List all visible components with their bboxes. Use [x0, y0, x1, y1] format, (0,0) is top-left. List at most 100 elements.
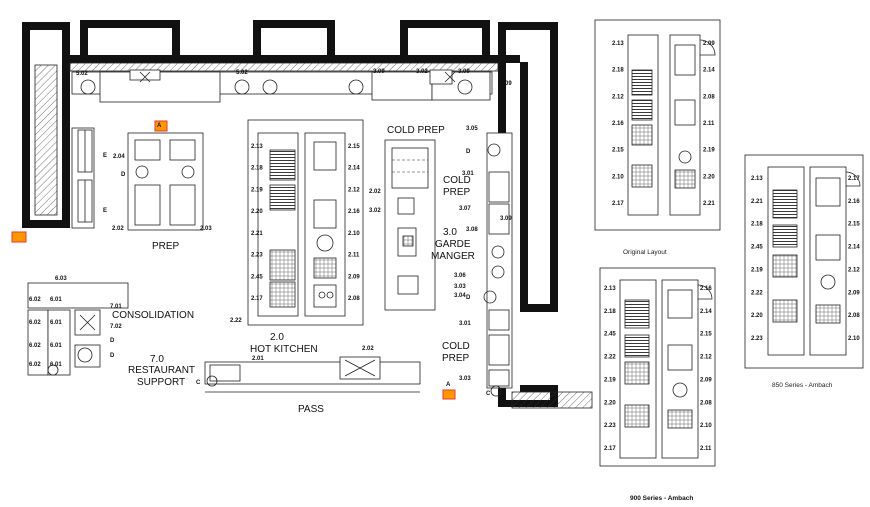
wall-hatch: [34, 62, 593, 409]
equipment-tag: 2.10: [348, 231, 360, 237]
svg-text:C: C: [196, 380, 201, 386]
svg-text:2.02: 2.02: [362, 346, 374, 352]
equipment-tag: 2.18: [251, 166, 263, 172]
svg-text:D: D: [466, 149, 471, 155]
cold-prep-bottom-label: COLD: [442, 341, 470, 352]
svg-text:D: D: [110, 338, 115, 344]
equipment-tag: 2.19: [604, 377, 616, 383]
svg-text:D: D: [121, 172, 126, 178]
equipment-tag: 2.19: [251, 187, 263, 193]
equipment-tags: 5.02 5.02 3.09 3.02 3.09 3.09 3.05 3.01 …: [29, 69, 512, 397]
svg-text:6.01: 6.01: [50, 297, 62, 303]
hot-kitchen-tags: 2.132.182.192.202.212.232.452.172.152.14…: [251, 144, 360, 302]
equipment-tag: 2.14: [700, 309, 712, 315]
svg-text:D: D: [466, 295, 471, 301]
equipment-tag: 2.09: [848, 290, 860, 296]
equipment-tag: 2.16: [348, 209, 360, 215]
room-labels: PREP COLD PREP COLD PREP 3.0 GARDE MANGE…: [112, 125, 475, 415]
svg-text:E: E: [103, 153, 107, 159]
svg-text:7.02: 7.02: [110, 324, 122, 330]
equipment-tag: 2.22: [751, 290, 763, 296]
equipment-tag: 2.20: [251, 209, 263, 215]
svg-text:3.09: 3.09: [458, 69, 470, 75]
svg-text:A: A: [157, 123, 162, 129]
svg-text:2.01: 2.01: [252, 356, 264, 362]
svg-text:3.07: 3.07: [459, 206, 471, 212]
equipment-tag: 2.19: [703, 148, 715, 154]
equipment-tag: 2.17: [612, 201, 624, 207]
prep-label: PREP: [152, 241, 180, 252]
svg-text:3.06: 3.06: [454, 273, 466, 279]
pass-label: PASS: [298, 404, 324, 415]
svg-text:6.03: 6.03: [55, 276, 67, 282]
equipment-tag: 2.23: [604, 423, 616, 429]
equipment-tag: 2.12: [612, 94, 624, 100]
svg-text:7.01: 7.01: [110, 304, 122, 310]
svg-text:6.01: 6.01: [50, 362, 62, 368]
equipment-tag: 2.11: [700, 446, 712, 452]
equipment-tag: 2.09: [700, 377, 712, 383]
equipment-tag: 2.17: [604, 446, 616, 452]
equipment-tag: 2.13: [612, 41, 624, 47]
equipment-tag: 2.12: [848, 267, 860, 273]
variant-original-layout: Original Layout 2.132.182.122.162.152.10…: [594, 19, 721, 256]
equipment-tag: 2.45: [751, 245, 763, 251]
hot-kitchen-number: 2.0: [270, 332, 284, 343]
equipment-tag: 2.12: [700, 355, 712, 361]
equipment-tag: 2.08: [700, 400, 712, 406]
equipment-tag: 2.10: [700, 423, 712, 429]
equipment-tag: 2.18: [604, 309, 616, 315]
top-counter: [71, 69, 493, 103]
equipment-tag: 2.18: [612, 68, 624, 74]
equipment-tag: 2.09: [703, 41, 715, 47]
svg-text:2.03: 2.03: [200, 226, 212, 232]
equipment-tag: 2.23: [751, 336, 763, 342]
cold-prep-right-label: COLD: [443, 175, 471, 186]
equipment-tag: 2.15: [700, 332, 712, 338]
svg-text:3.03: 3.03: [454, 284, 466, 290]
equipment-tag: 2.21: [703, 201, 715, 207]
svg-text:D: D: [110, 353, 115, 359]
equipment-tag: 2.20: [751, 313, 763, 319]
svg-text:3.09: 3.09: [500, 216, 512, 222]
equipment-tag: 2.14: [703, 68, 715, 74]
equipment-tag: 2.14: [848, 245, 860, 251]
svg-text:2.02: 2.02: [369, 189, 381, 195]
svg-text:RESTAURANT: RESTAURANT: [128, 365, 195, 376]
equipment-tag: 2.09: [348, 274, 360, 280]
equipment-tag: 2.11: [703, 121, 715, 127]
svg-text:2.22: 2.22: [230, 318, 242, 324]
equipment-tag: 2.19: [751, 267, 763, 273]
equipment-tag: 2.13: [251, 144, 263, 150]
equipment-tag: 2.15: [612, 148, 624, 154]
equipment-tag: 2.08: [848, 313, 860, 319]
consolidation-label: CONSOLIDATION: [112, 310, 194, 321]
equipment-tag: 2.16: [612, 121, 624, 127]
equipment-tag: 2.20: [604, 400, 616, 406]
cold-prep-top-label: COLD PREP: [387, 125, 445, 136]
garde-manger-label: 3.0: [443, 227, 457, 238]
pass-counter: [204, 356, 421, 393]
svg-text:3.08: 3.08: [466, 227, 478, 233]
svg-text:6.01: 6.01: [50, 320, 62, 326]
equipment-tag: 2.15: [348, 144, 360, 150]
equipment-tag: 2.18: [751, 222, 763, 228]
svg-text:2.02: 2.02: [112, 226, 124, 232]
equipment-tag: 2.23: [251, 253, 263, 259]
svg-text:HOT KITCHEN: HOT KITCHEN: [250, 344, 318, 355]
equipment-tag: 2.45: [604, 332, 616, 338]
svg-text:6.01: 6.01: [50, 343, 62, 349]
svg-text:C: C: [486, 391, 491, 397]
svg-text:MANGER: MANGER: [431, 251, 475, 262]
restaurant-support-number: 7.0: [150, 354, 164, 365]
variant-850-series: 850 Series - Ambach 2.132.212.182.452.19…: [744, 154, 864, 389]
equipment-tag: 2.21: [251, 231, 263, 237]
hot-kitchen-block: [247, 119, 364, 326]
svg-text:3.01: 3.01: [462, 171, 474, 177]
svg-text:6.02: 6.02: [29, 343, 41, 349]
svg-text:A: A: [446, 382, 451, 388]
equipment-tag: 2.12: [348, 187, 360, 193]
cold-prep-island: [384, 139, 436, 311]
equipment-tag: 2.14: [348, 166, 360, 172]
